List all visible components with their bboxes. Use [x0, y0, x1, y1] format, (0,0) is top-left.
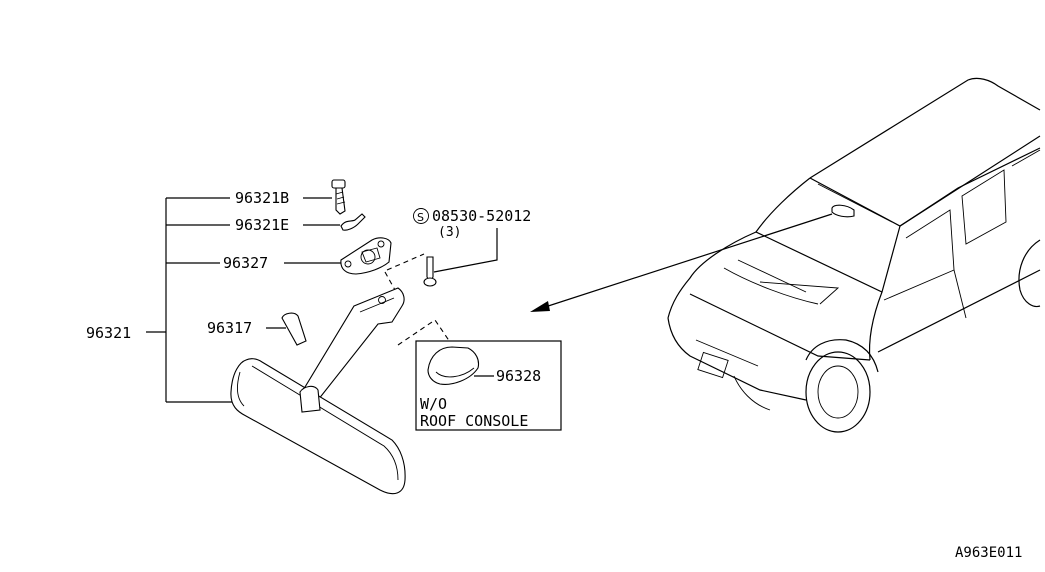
callout-qty: (3) [438, 225, 461, 240]
clip-part [340, 213, 366, 231]
standard-part-symbol-icon [413, 208, 429, 224]
assembly-bracket [146, 197, 342, 403]
mirror-stay-part [301, 287, 405, 405]
callout-96328: 96328 [496, 367, 541, 385]
mirror-location-icon [831, 204, 855, 218]
callout-96321: 96321 [86, 324, 131, 342]
figure-code: A963E011 [955, 545, 1022, 561]
roof-console-inset: 96328 W/O ROOF CONSOLE [415, 340, 562, 431]
callout-08530-52012: 08530-52012 [432, 207, 531, 225]
stay-cover-part [281, 312, 307, 346]
callout-96317: 96317 [207, 319, 252, 337]
roof-cover-guide-line [397, 319, 453, 346]
bolt-part [423, 256, 437, 287]
vehicle-illustration [667, 77, 1041, 433]
callout-96327: 96327 [223, 254, 268, 272]
location-arrow [530, 213, 833, 312]
inset-note-line2: ROOF CONSOLE [420, 412, 528, 430]
inset-note-line1: W/O [420, 395, 447, 413]
callout-96321b: 96321B [235, 189, 289, 207]
assembly-guide-line [384, 271, 396, 291]
standard-part-symbol: S [417, 211, 424, 224]
mount-base-part [340, 237, 392, 275]
bolt-callout: S 08530-52012 (3) [413, 207, 531, 273]
mirror-body-part [230, 358, 406, 495]
bolt-guide-line [386, 253, 425, 271]
screw-part [331, 179, 346, 215]
callout-96321e: 96321E [235, 216, 289, 234]
